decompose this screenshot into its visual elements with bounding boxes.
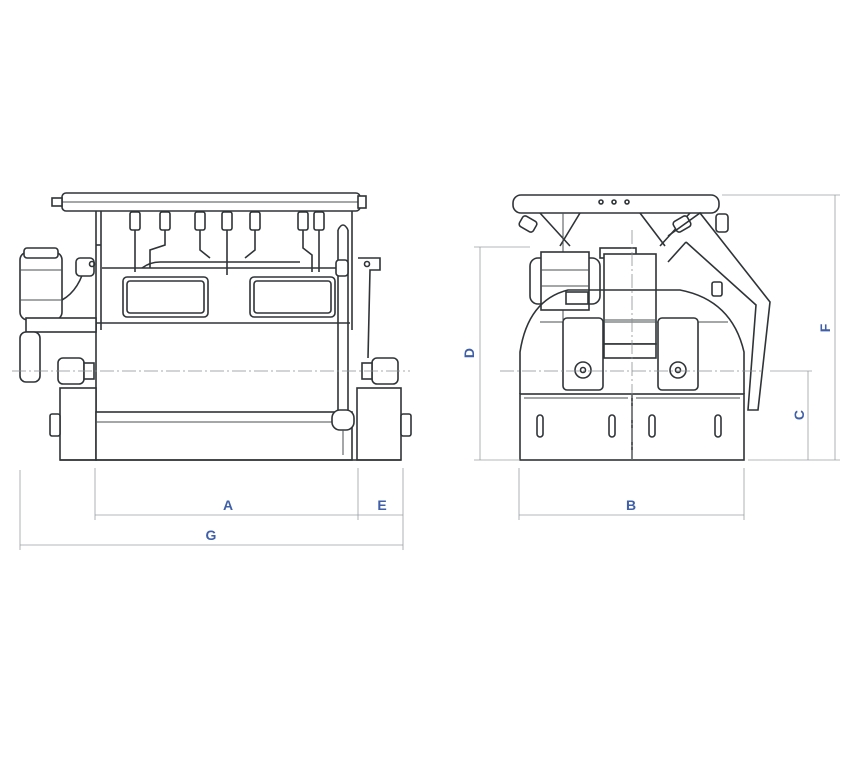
- dimension-label-a: A: [223, 497, 233, 513]
- dimension-lines: [19, 194, 840, 550]
- front-view: [12, 192, 412, 461]
- electrode-row: [129, 211, 325, 275]
- side-view: [500, 194, 771, 461]
- side-motor: [529, 247, 657, 345]
- left-motor: [19, 247, 97, 383]
- dimension-label-g: G: [206, 527, 217, 543]
- dimension-label-d: D: [461, 348, 477, 358]
- dimension-label-c: C: [791, 410, 807, 420]
- dimension-label-f: F: [817, 323, 833, 332]
- dimension-label-e: E: [377, 497, 386, 513]
- dimension-label-b: B: [626, 497, 636, 513]
